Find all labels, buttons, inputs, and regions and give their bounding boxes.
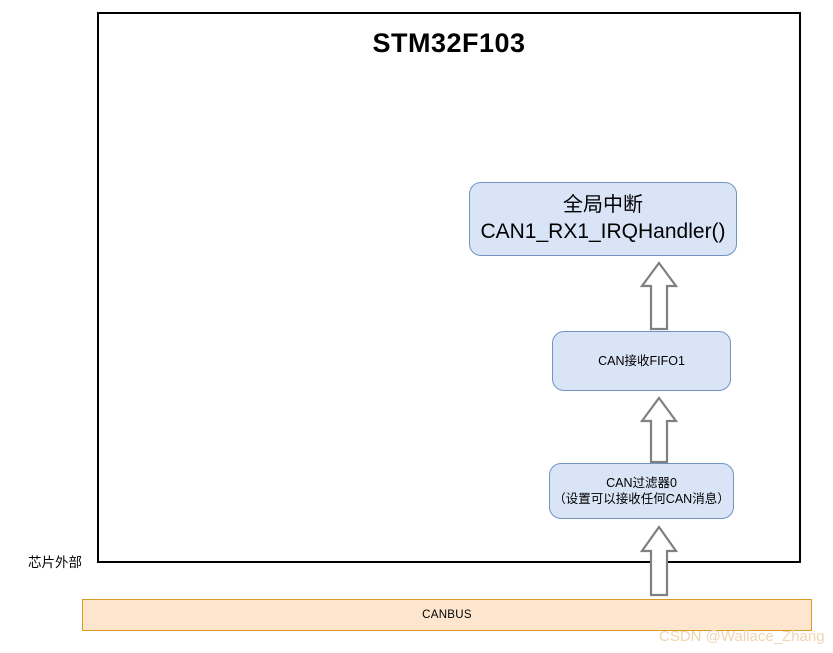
canbus-bar: CANBUS	[82, 599, 812, 631]
canbus-label: CANBUS	[422, 609, 472, 621]
arrow-fifo-to-interrupt-icon	[640, 261, 678, 331]
box-global-interrupt-line2: CAN1_RX1_IRQHandler()	[480, 220, 726, 244]
box-can-receive-fifo1: CAN接收FIFO1	[552, 331, 731, 391]
box-can-filter-0: CAN过滤器0 （设置可以接收任何CAN消息）	[549, 463, 734, 519]
box-can-receive-fifo1-label: CAN接收FIFO1	[598, 353, 685, 368]
box-can-filter-0-line2: （设置可以接收任何CAN消息）	[553, 492, 730, 506]
arrow-canbus-to-filter-icon	[640, 525, 678, 597]
box-global-interrupt-line1: 全局中断	[563, 193, 643, 216]
chip-boundary-rect	[97, 12, 801, 563]
box-can-filter-0-line1: CAN过滤器0	[606, 475, 677, 490]
label-outside-chip: 芯片外部	[28, 555, 82, 570]
page-title: STM32F103	[372, 28, 526, 58]
arrow-filter-to-fifo-icon	[640, 396, 678, 464]
box-global-interrupt: 全局中断 CAN1_RX1_IRQHandler()	[469, 182, 737, 256]
